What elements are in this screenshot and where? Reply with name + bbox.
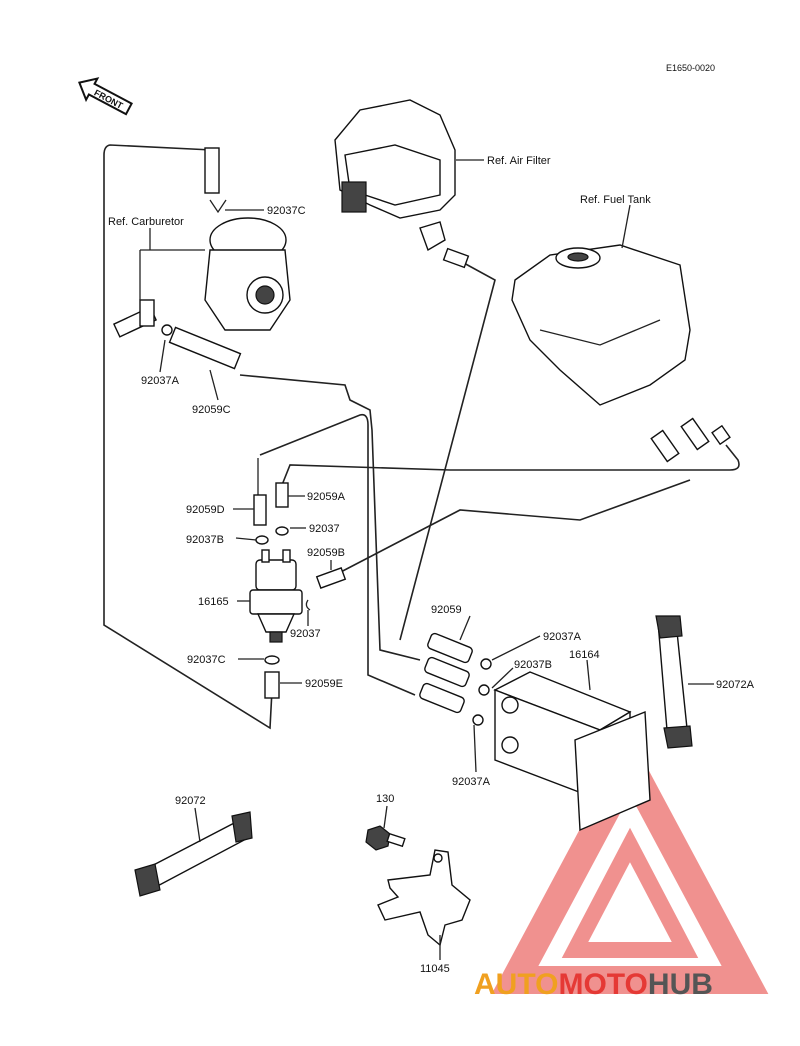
- label-92037c-bottom: 92037C: [187, 654, 226, 666]
- label-16164: 16164: [569, 649, 600, 661]
- clamp-92037: [305, 599, 311, 611]
- label-92037-upper: 92037: [309, 523, 340, 535]
- short-hoses: [253, 482, 289, 545]
- carburetor: [204, 147, 291, 331]
- label-92037-lower: 92037: [290, 628, 321, 640]
- hose-routes: [103, 144, 740, 730]
- strap-92072a: [655, 615, 693, 749]
- strap-92072: [134, 811, 253, 897]
- bolt-130: [365, 825, 406, 851]
- watermark-part-moto: MOTO: [558, 968, 647, 1001]
- tank-hose-fittings: [650, 417, 731, 463]
- label-92059e: 92059E: [305, 678, 343, 690]
- hose-92059e: [264, 671, 280, 699]
- fuel-tank: [511, 244, 691, 406]
- air-filter-housing: [334, 99, 470, 269]
- watermark-part-auto: AUTO: [474, 968, 558, 1001]
- label-ref-air-filter: Ref. Air Filter: [487, 155, 551, 167]
- label-92059c: 92059C: [192, 404, 231, 416]
- label-ref-carburetor: Ref. Carburetor: [108, 216, 184, 228]
- canister: [493, 671, 651, 832]
- watermark-logo: [491, 735, 769, 994]
- t-joint: [112, 299, 242, 370]
- watermark-text: AUTOMOTOHUB: [474, 968, 713, 1001]
- label-92037c-top: 92037C: [267, 205, 306, 217]
- front-arrow-icon: FRONT: [78, 77, 133, 116]
- label-ref-fuel-tank: Ref. Fuel Tank: [580, 194, 651, 206]
- label-92059d: 92059D: [186, 504, 225, 516]
- hose-92059b: [315, 567, 347, 589]
- clamp-92037c-lower: [264, 655, 280, 665]
- label-92059a: 92059A: [307, 491, 346, 503]
- label-16165: 16165: [198, 596, 229, 608]
- diagram-code: E1650-0020: [666, 63, 715, 73]
- label-92037a-bottom: 92037A: [452, 776, 491, 788]
- watermark-part-hub: HUB: [648, 968, 713, 1001]
- label-92072a: 92072A: [716, 679, 755, 691]
- label-92037a-right: 92037A: [543, 631, 582, 643]
- label-92037b-left: 92037B: [186, 534, 224, 546]
- bracket-11045: [377, 849, 471, 947]
- label-130: 130: [376, 793, 394, 805]
- label-92072: 92072: [175, 795, 206, 807]
- leader-lines: [139, 159, 714, 960]
- label-92037b-right: 92037B: [514, 659, 552, 671]
- label-11045: 11045: [420, 963, 450, 975]
- label-92037a-left: 92037A: [141, 375, 180, 387]
- label-92059b: 92059B: [307, 547, 345, 559]
- fuel-pump: [249, 549, 303, 643]
- canister-hoses: [419, 632, 492, 726]
- label-92059: 92059: [431, 604, 462, 616]
